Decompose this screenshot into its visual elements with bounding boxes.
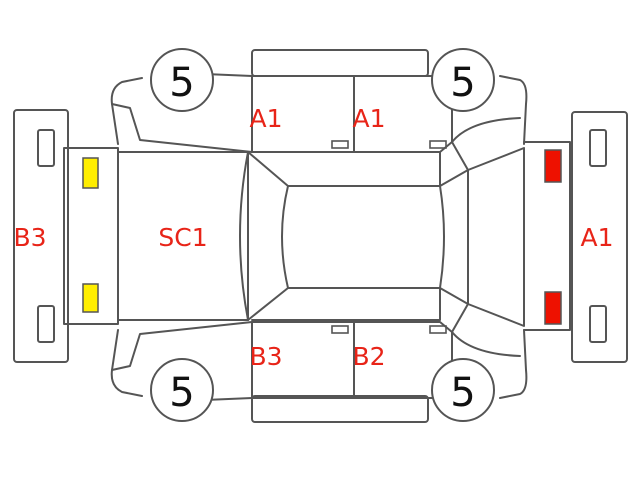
taillight-upper — [544, 149, 562, 183]
label-hood: SC1 — [158, 223, 207, 252]
top-side-view — [110, 49, 528, 153]
label-rear-door-top: A1 — [352, 104, 385, 133]
rear-bumper — [571, 111, 628, 363]
wheel-rear-right: 5 — [431, 358, 495, 422]
label-front-door-top: A1 — [249, 104, 282, 133]
label-rear-door-bottom: B2 — [352, 342, 385, 371]
headlight-lower — [82, 283, 99, 313]
tire-tread-front-right: 5 — [450, 60, 475, 106]
front-bumper — [13, 109, 69, 363]
label-rear-bumper: A1 — [580, 223, 613, 252]
tire-tread-rear-right: 5 — [450, 370, 475, 416]
bottom-side-view — [110, 321, 528, 423]
wheel-front-left: 5 — [150, 48, 214, 112]
tire-tread-rear-left: 5 — [169, 370, 194, 416]
top-side-skirt — [251, 49, 429, 77]
wheel-front-right: 5 — [431, 48, 495, 112]
label-front-door-bottom: B3 — [249, 342, 282, 371]
headlight-upper — [82, 157, 99, 189]
taillight-lower — [544, 291, 562, 325]
tire-tread-front-left: 5 — [169, 60, 194, 106]
top-view — [63, 141, 571, 333]
wheel-rear-left: 5 — [150, 358, 214, 422]
label-front-bumper: B3 — [13, 223, 46, 252]
bottom-side-skirt — [251, 395, 429, 423]
